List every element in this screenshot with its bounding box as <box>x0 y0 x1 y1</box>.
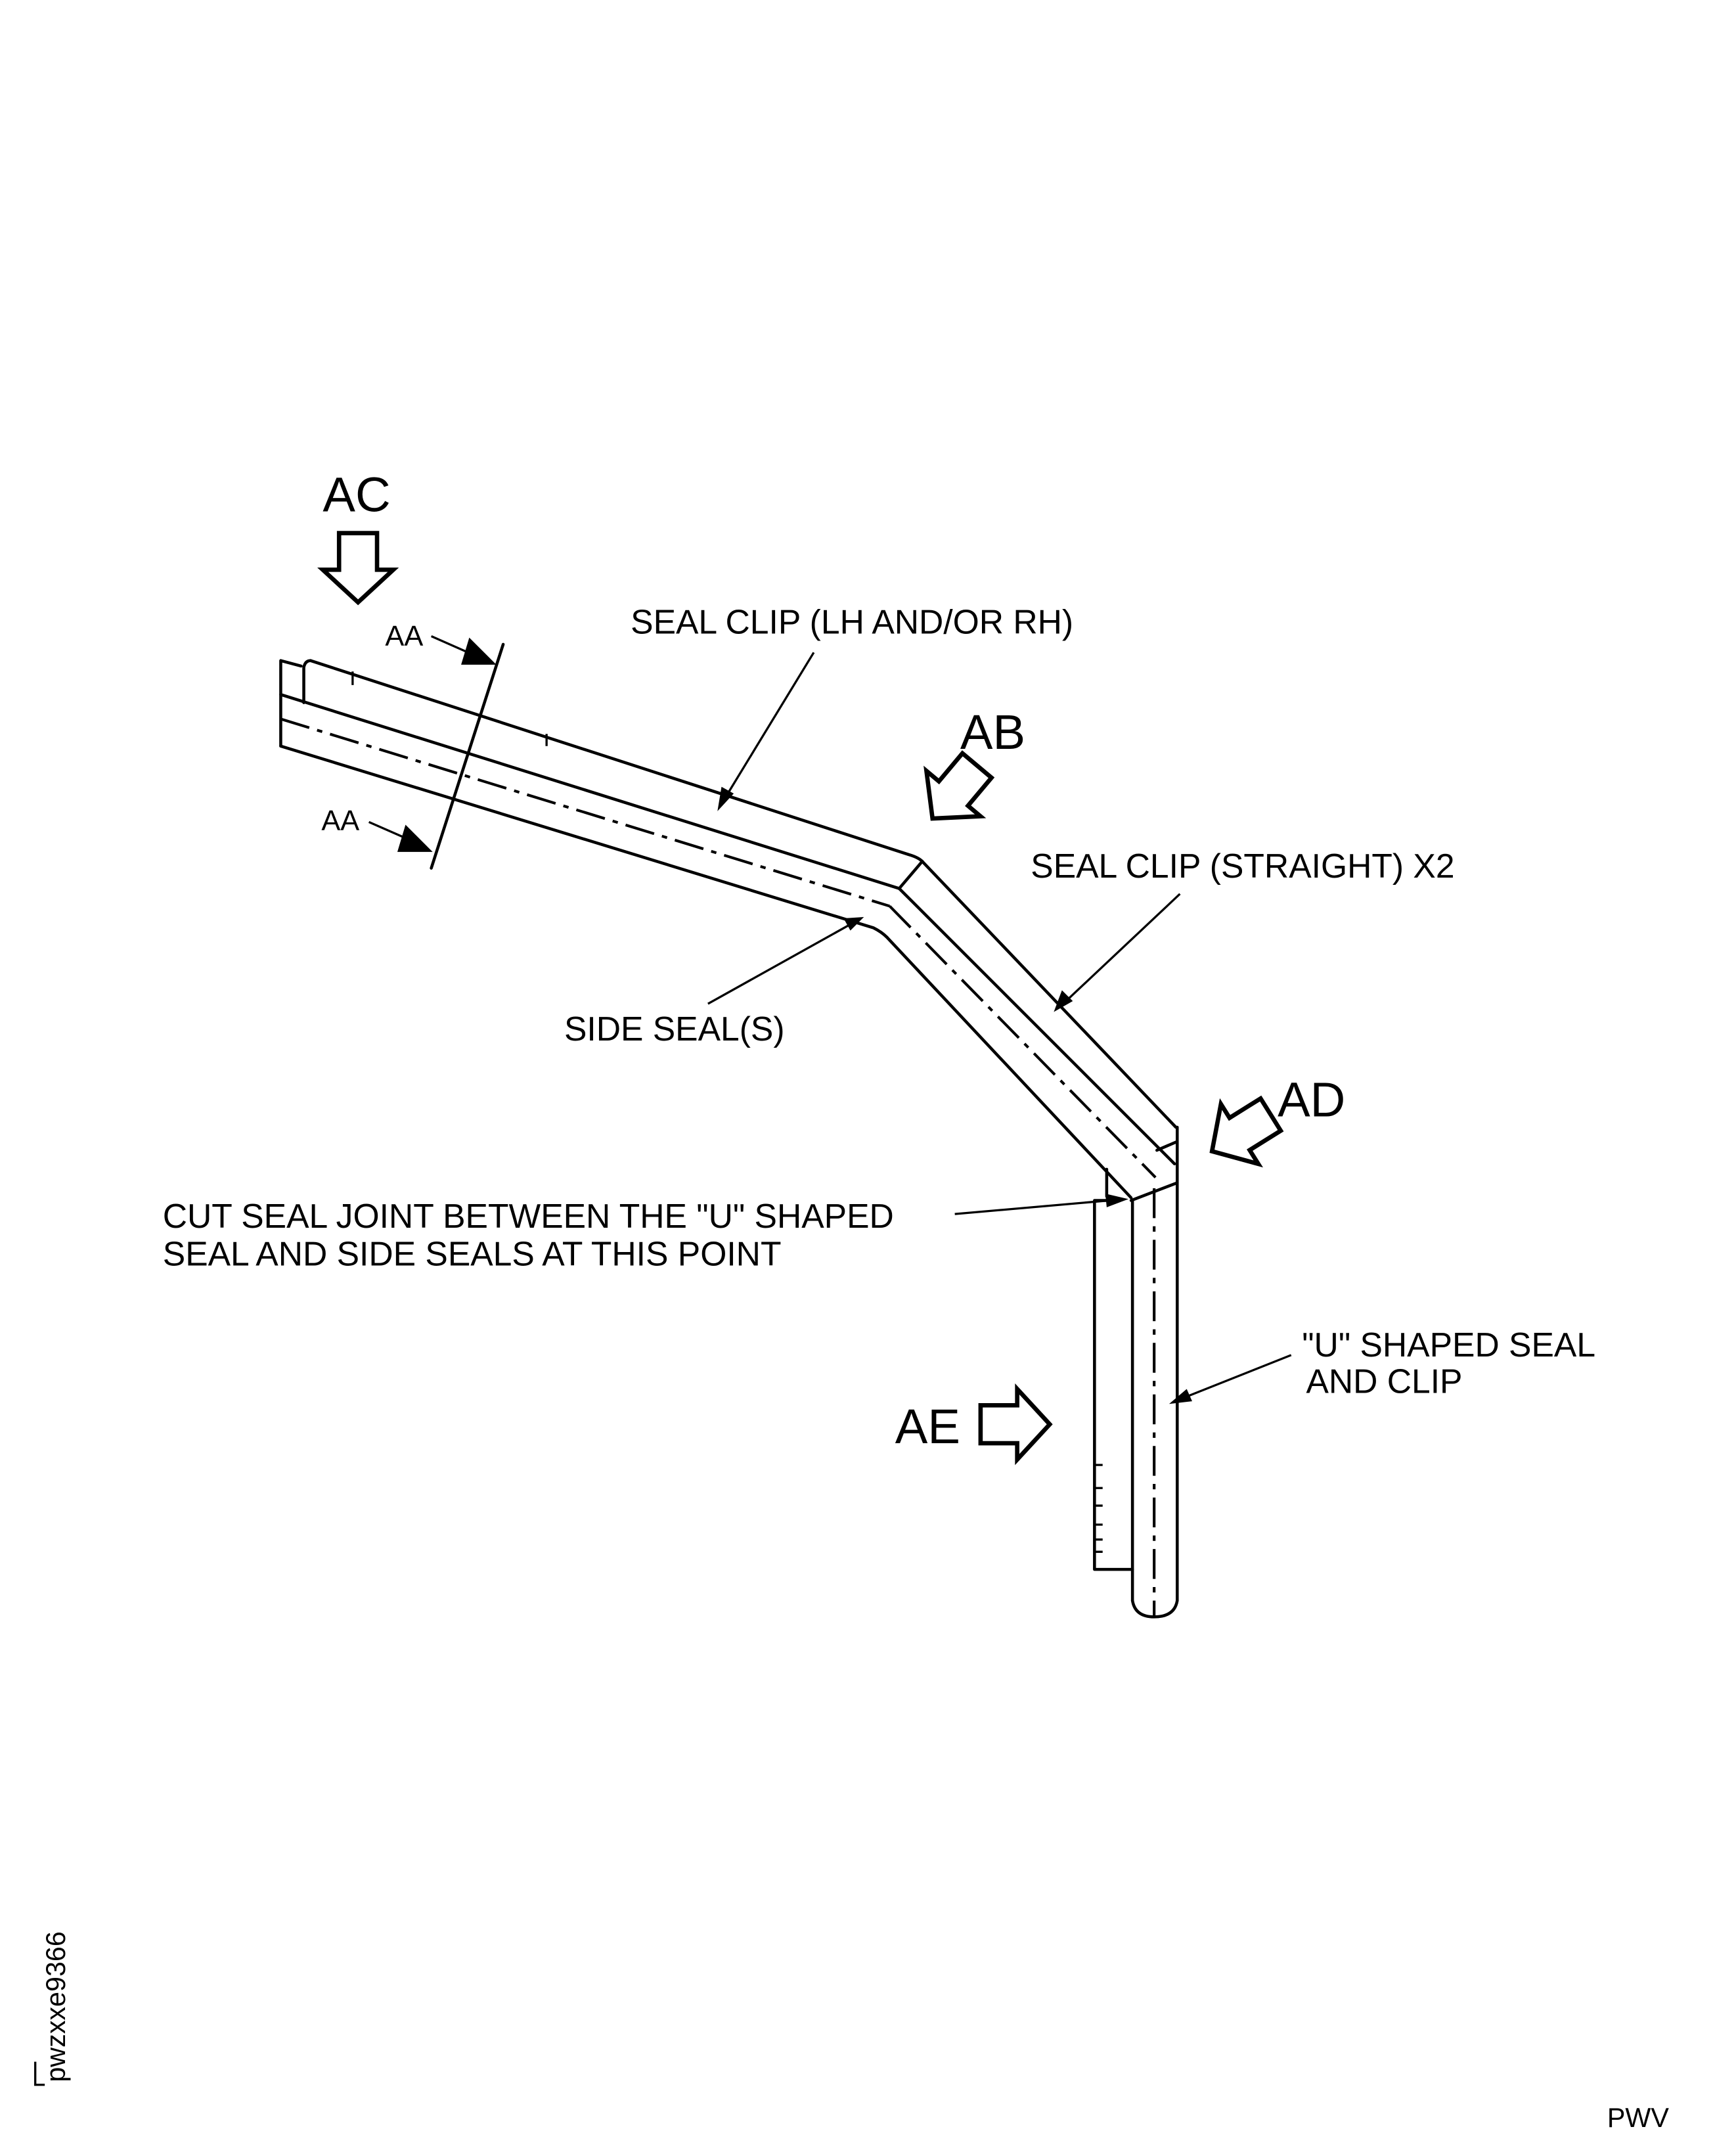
section-cut-line <box>430 642 505 870</box>
model-code: PWV <box>1607 2103 1669 2133</box>
view-arrow-ac-icon <box>323 533 393 602</box>
upper-clip-lower-edge <box>279 693 901 890</box>
section-arrowhead-top <box>461 637 497 665</box>
section-aa: AA AA <box>321 621 505 870</box>
upper-clip-top-edge <box>309 659 924 863</box>
callout-u-shaped-seal: "U" SHAPED SEAL AND CLIP <box>1168 1326 1595 1404</box>
upper-centerline <box>280 717 891 908</box>
leader-arrowhead <box>1168 1389 1192 1404</box>
diagonal-clip-top-edge <box>920 860 1178 1129</box>
view-arrow-ae-icon <box>981 1389 1050 1460</box>
callout-text-line1: CUT SEAL JOINT BETWEEN THE "U" SHAPED <box>163 1197 894 1235</box>
figure-code-bracket <box>34 2061 45 2086</box>
figure-code-text: pwzxxe9366 <box>41 1931 71 2082</box>
callout-seal-clip-straight: SEAL CLIP (STRAIGHT) X2 <box>1031 847 1455 1012</box>
view-ad: AD <box>1193 1072 1345 1181</box>
leader-arrowhead <box>717 786 734 811</box>
view-ab: AB <box>906 705 1025 841</box>
callout-text-line2: AND CLIP <box>1306 1362 1462 1400</box>
section-arrowhead-bottom <box>397 824 433 852</box>
leader-arrowhead <box>843 916 864 931</box>
leader-line <box>1065 893 1181 1002</box>
callout-text: SIDE SEAL(S) <box>564 1010 785 1048</box>
callout-cut-seal-joint: CUT SEAL JOINT BETWEEN THE "U" SHAPED SE… <box>163 1194 1128 1273</box>
figure-code: pwzxxe9366 <box>34 1931 71 2086</box>
view-ae: AE <box>895 1389 1050 1460</box>
callout-side-seals: SIDE SEAL(S) <box>564 916 864 1048</box>
view-label-ae: AE <box>895 1399 960 1454</box>
leader-line <box>707 924 850 1005</box>
diagonal-seal-bottom-edge <box>885 935 1133 1199</box>
upper-seal-bottom-edge <box>279 744 889 939</box>
end-cap-line <box>1155 1140 1178 1152</box>
callout-text-line2: SEAL AND SIDE SEALS AT THIS POINT <box>163 1235 782 1273</box>
view-ac: AC <box>323 468 393 602</box>
view-label-ab: AB <box>960 705 1025 759</box>
leader-arrowhead <box>1105 1194 1128 1207</box>
leader-line <box>954 1199 1110 1215</box>
view-label-ac: AC <box>323 468 390 522</box>
u-clip-flange <box>1093 1199 1134 1571</box>
callout-seal-clip-lh-rh: SEAL CLIP (LH AND/OR RH) <box>631 602 1073 811</box>
section-label-aa-bottom: AA <box>321 805 359 837</box>
leader-arrowhead <box>1054 990 1073 1012</box>
knee-cross-line <box>897 860 924 890</box>
leader-line <box>1185 1354 1292 1399</box>
seal-assembly <box>279 659 1179 1619</box>
view-label-ad: AD <box>1278 1072 1345 1127</box>
flange-ticks <box>1094 1464 1103 1553</box>
view-arrow-ad-icon <box>1193 1085 1289 1181</box>
u-seal-bottom-arc <box>1130 1599 1179 1619</box>
upper-ticks <box>351 671 548 746</box>
callout-text: SEAL CLIP (LH AND/OR RH) <box>631 602 1073 640</box>
section-label-aa-top: AA <box>385 621 423 652</box>
diagonal-clip-lower-edge <box>897 887 1176 1166</box>
callout-text: SEAL CLIP (STRAIGHT) X2 <box>1031 847 1454 885</box>
leader-line <box>726 652 815 795</box>
left-end-face <box>279 659 313 748</box>
callout-text-line1: "U" SHAPED SEAL <box>1302 1326 1595 1364</box>
diagonal-centerline <box>889 905 1157 1178</box>
